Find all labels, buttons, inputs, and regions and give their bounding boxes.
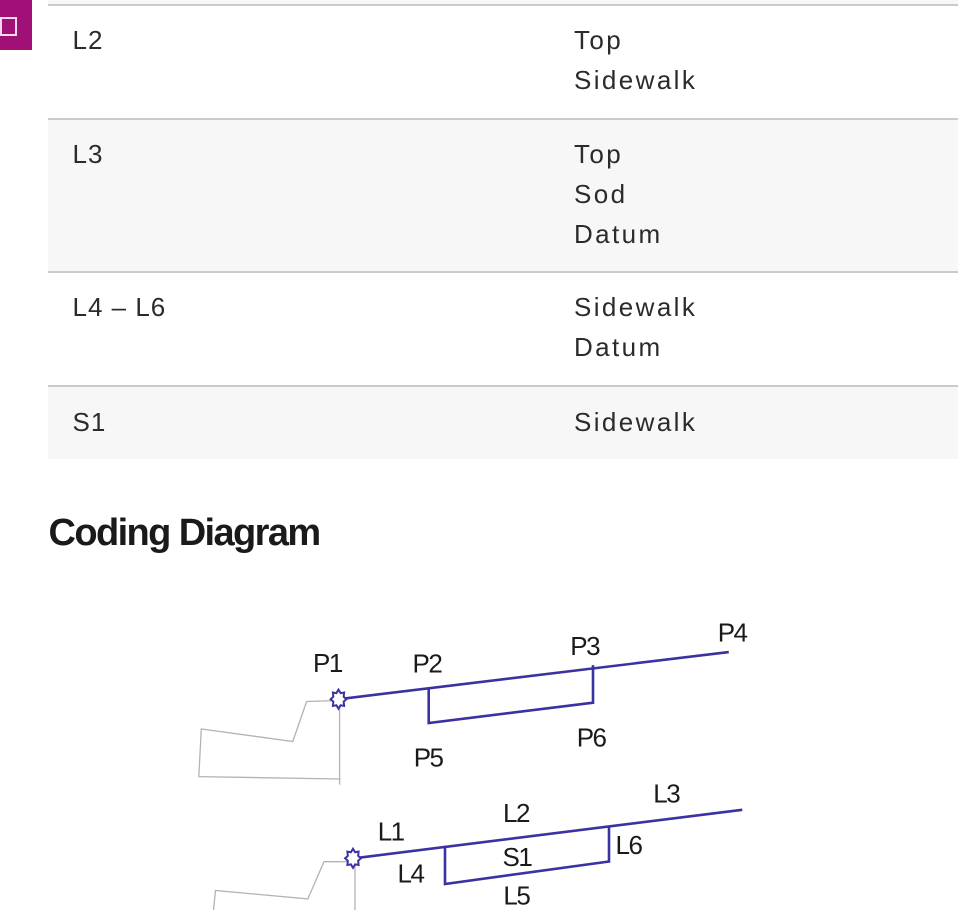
svg-text:L1: L1 xyxy=(378,817,405,847)
svg-text:P4: P4 xyxy=(718,618,748,648)
svg-text:P3: P3 xyxy=(570,631,600,661)
svg-text:L6: L6 xyxy=(616,830,643,860)
svg-text:P6: P6 xyxy=(577,723,607,753)
svg-text:P5: P5 xyxy=(414,743,444,773)
svg-text:L2: L2 xyxy=(503,798,530,828)
svg-text:P1: P1 xyxy=(313,648,343,678)
svg-text:L4: L4 xyxy=(398,859,425,889)
svg-text:L3: L3 xyxy=(653,778,680,808)
svg-text:P2: P2 xyxy=(413,649,443,679)
svg-text:S1: S1 xyxy=(503,842,533,872)
svg-text:L5: L5 xyxy=(503,881,530,910)
